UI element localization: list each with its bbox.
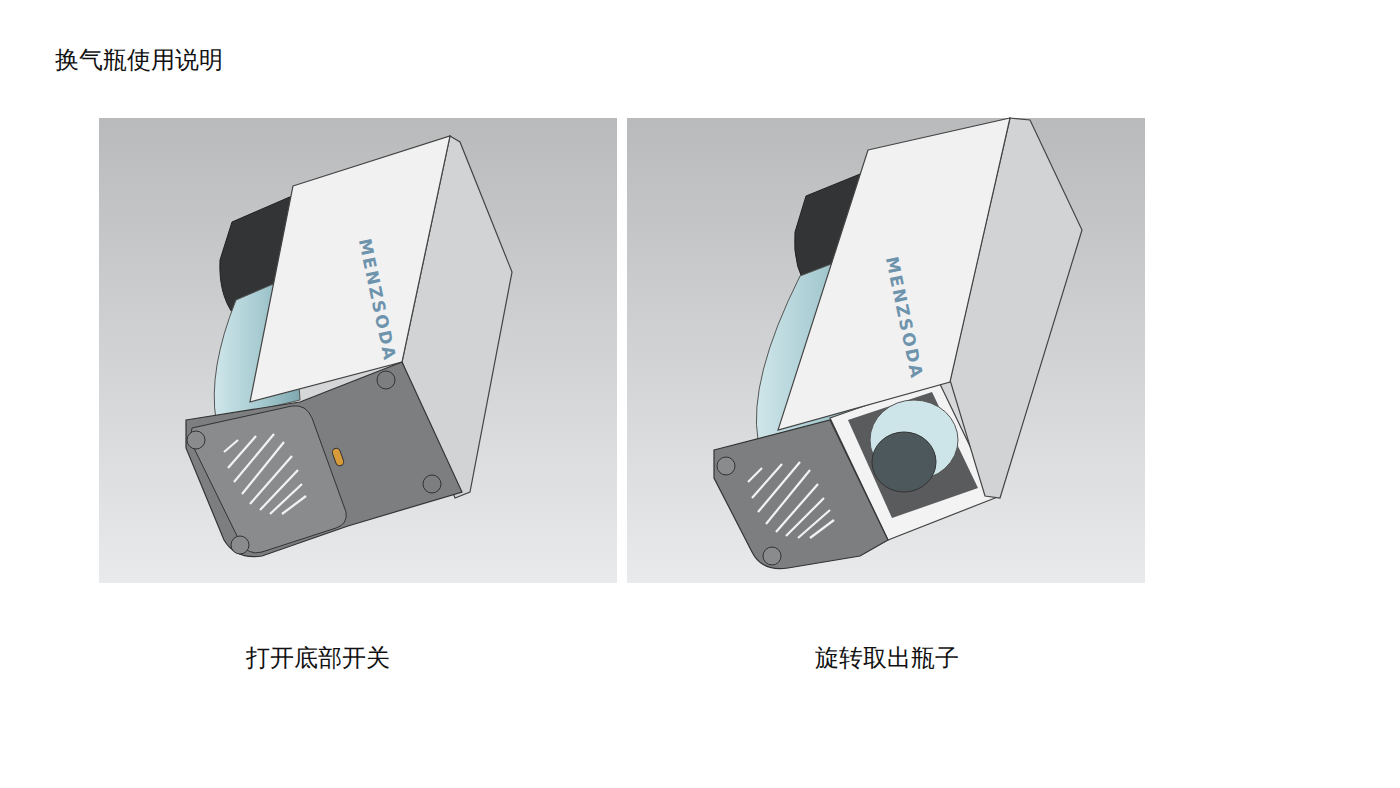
page-title: 换气瓶使用说明: [55, 44, 223, 76]
panel-background: [99, 118, 617, 583]
bottom-switch: [331, 447, 345, 467]
cover-front-face: [250, 136, 450, 402]
step-caption: 打开底部开关: [246, 642, 390, 674]
screw: [231, 536, 249, 554]
base-front: [714, 420, 888, 569]
base-front: [186, 362, 462, 557]
screw: [187, 431, 205, 449]
screw: [423, 475, 441, 493]
screw: [377, 371, 395, 389]
bottle-end: [872, 432, 936, 492]
vent-slots: [224, 434, 306, 514]
step-caption: 旋转取出瓶子: [815, 642, 959, 674]
fan-panel: [190, 406, 346, 553]
vent-slots: [748, 462, 834, 538]
panel-background: [627, 118, 1145, 583]
cover-front-face: [778, 118, 1010, 430]
panel-right: [627, 118, 1145, 583]
panel-left: [99, 118, 617, 583]
screw: [763, 547, 781, 565]
screw: [717, 457, 735, 475]
